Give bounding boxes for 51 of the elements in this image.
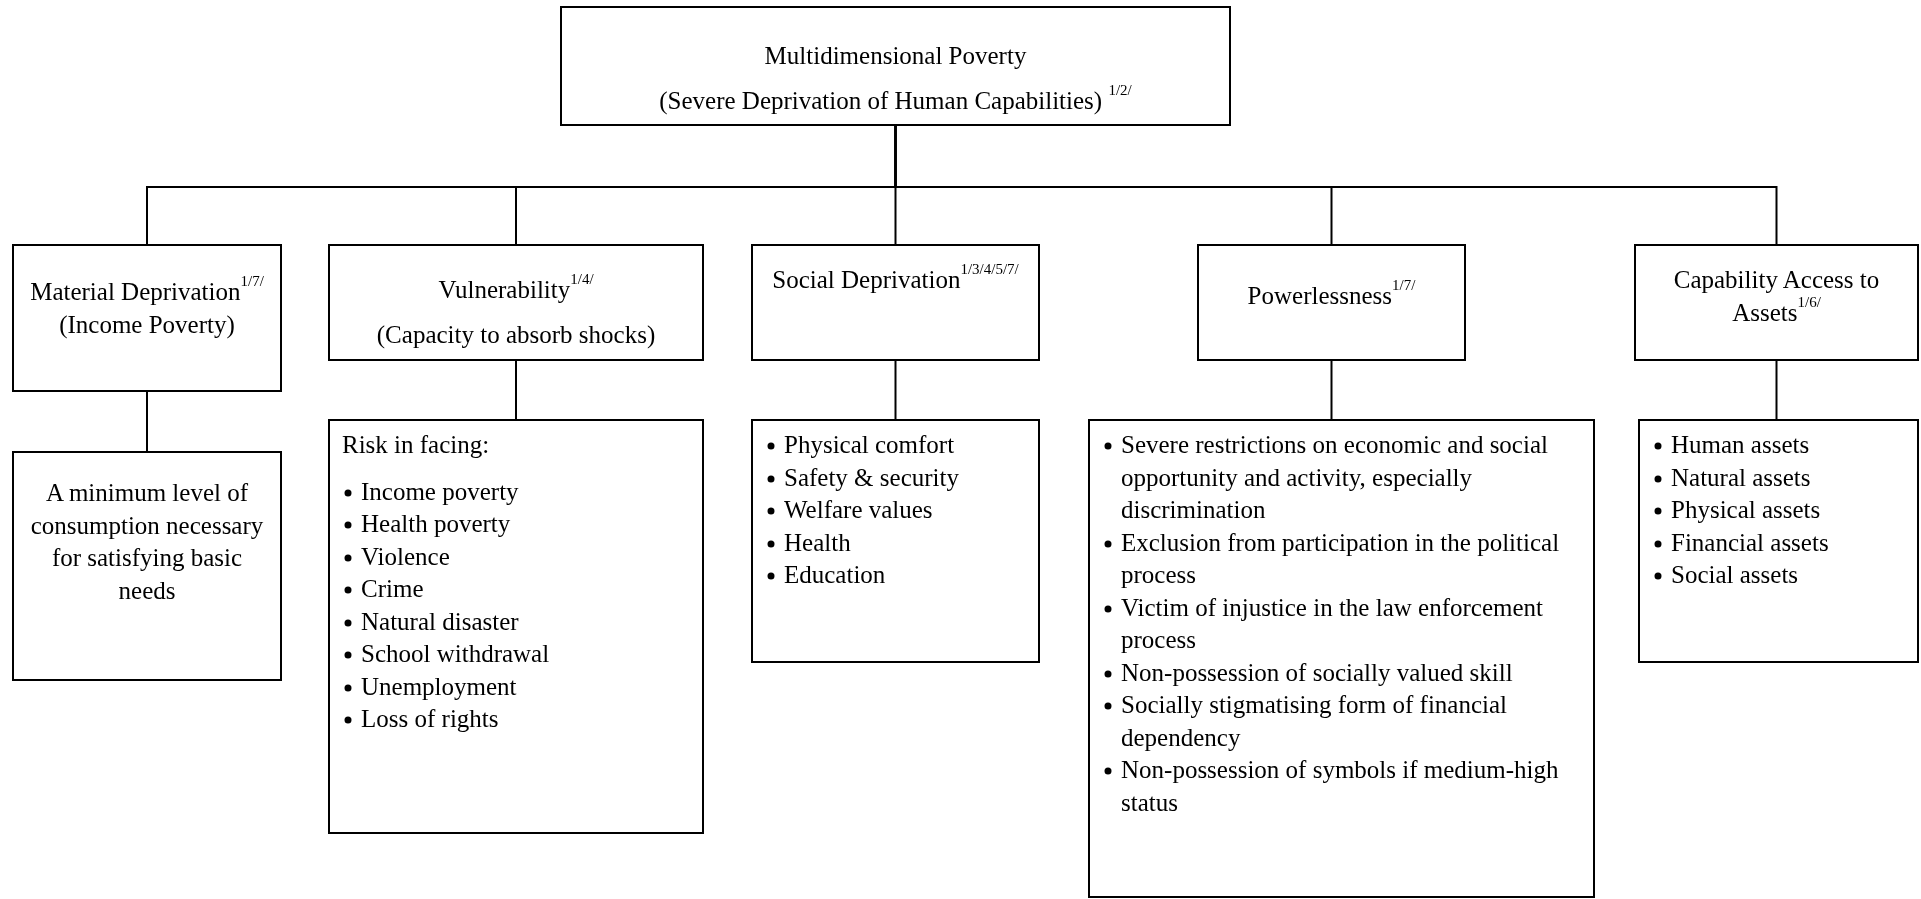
list-item: School withdrawal — [361, 639, 550, 669]
list-item: Welfare values — [784, 495, 933, 525]
list-item: Loss of rights — [361, 704, 499, 734]
connector-line — [1330, 360, 1333, 420]
category-box — [328, 244, 704, 361]
box-title: Capability Access to Assets$^{1/6/}$ — [1672, 265, 1881, 328]
detail-box — [1088, 419, 1595, 898]
list-item: Non-possession of symbols if medium-high status — [1121, 755, 1560, 818]
list-item: Income poverty — [361, 476, 519, 507]
category-box — [1197, 244, 1466, 361]
detail-box — [1638, 419, 1919, 663]
category-box — [751, 244, 1040, 361]
list-heading: Risk in facing: — [342, 430, 491, 460]
list-item: Health — [784, 527, 851, 558]
box-subtitle: (Severe Deprivation of Human Capabilities) $^{1/2/}$ — [659, 84, 1132, 117]
box-title: Powerlessness$^{1/7/}$ — [1247, 280, 1416, 311]
category-box — [1634, 244, 1919, 361]
list-item: Social assets — [1671, 560, 1799, 590]
list-item: Safety & security — [784, 462, 959, 493]
box-subtitle: (Capacity to absorb shocks) — [376, 319, 656, 350]
list-item: Education — [784, 560, 886, 590]
list-item: Severe restrictions on economic and social opportunity and activity, especially discrimination — [1121, 430, 1549, 525]
list-item: Financial assets — [1671, 527, 1829, 558]
connector-line — [894, 125, 1778, 245]
connector-line — [146, 391, 148, 452]
box-title: Social Deprivation$^{1/3/4/5/7/}$ — [772, 264, 1019, 295]
box-title: Material Deprivation$^{1/7/}$ (Income Poverty) — [29, 276, 265, 341]
list-item: Socially stigmatising form of financial dependency — [1121, 690, 1509, 753]
list-item: Non-possession of socially valued skill — [1121, 657, 1513, 688]
list-item: Unemployment — [361, 671, 517, 702]
list-item: Violence — [361, 541, 450, 572]
list-item: Health poverty — [361, 509, 511, 539]
box-title: A minimum level of consumption necessary for satisfying basic needs — [29, 478, 265, 606]
detail-box — [328, 419, 704, 834]
list-item: Exclusion from participation in the political process — [1121, 527, 1561, 590]
list-item: Physical comfort — [784, 430, 955, 460]
connector-line — [1775, 360, 1778, 420]
box-title: Vulnerability$^{1/4/}$ — [438, 274, 594, 305]
connector-line — [515, 360, 517, 420]
list-item: Human assets — [1671, 430, 1810, 460]
list-item: Natural disaster — [361, 606, 519, 637]
list-item: Victim of injustice in the law enforcement process — [1121, 592, 1544, 655]
root-box — [560, 6, 1231, 126]
detail-box — [12, 451, 282, 681]
connector-line — [894, 360, 897, 420]
list-item: Crime — [361, 574, 424, 604]
category-box — [12, 244, 282, 392]
list-item: Physical assets — [1671, 495, 1821, 525]
list-item: Natural assets — [1671, 462, 1811, 493]
box-title: Multidimensional Poverty — [764, 41, 1027, 71]
detail-box — [751, 419, 1040, 663]
